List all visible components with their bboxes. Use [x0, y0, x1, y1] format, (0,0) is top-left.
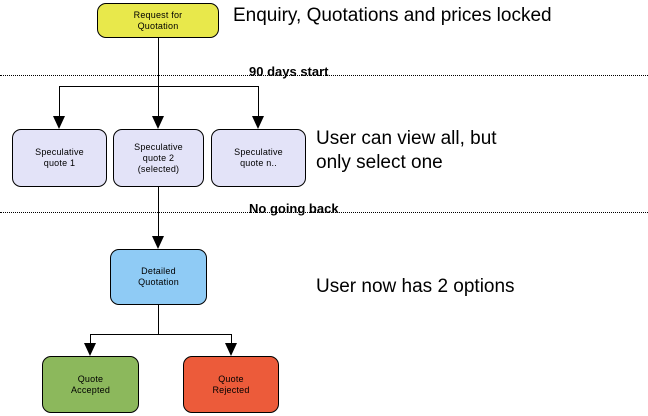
- connector-spec2-to-detailed: [158, 187, 159, 236]
- arrowhead-detailed: [152, 236, 164, 249]
- connector-drop-specn: [258, 86, 259, 116]
- phase-divider-line-2: [0, 212, 648, 213]
- node-quote-accepted[interactable]: Quote Accepted: [42, 356, 139, 413]
- annotation-enquiry-prices-locked: Enquiry, Quotations and prices locked: [233, 5, 552, 26]
- phase-divider-label-no-going-back: No going back: [249, 201, 339, 216]
- node-speculative-quote-n[interactable]: Speculative quote n..: [211, 129, 306, 187]
- node-detailed-quotation[interactable]: Detailed Quotation: [110, 249, 207, 305]
- connector-drop-accepted: [90, 334, 91, 343]
- connector-drop-rejected: [231, 334, 232, 343]
- arrowhead-accepted: [84, 343, 96, 356]
- node-quote-rejected[interactable]: Quote Rejected: [183, 356, 279, 413]
- connector-drop-spec2: [158, 86, 159, 116]
- node-request-for-quotation[interactable]: Request for Quotation: [97, 3, 219, 38]
- phase-divider-label-90-days-start: 90 days start: [249, 64, 329, 79]
- connector-detailed-stem: [158, 305, 159, 334]
- arrowhead-spec2: [152, 116, 164, 129]
- arrowhead-rejected: [225, 343, 237, 356]
- annotation-user-has-2-options: User now has 2 options: [316, 276, 515, 297]
- arrowhead-specn: [252, 116, 264, 129]
- connector-rfq-bar: [59, 86, 259, 87]
- node-speculative-quote-1[interactable]: Speculative quote 1: [12, 129, 107, 187]
- connector-drop-spec1: [59, 86, 60, 116]
- connector-detailed-bar: [90, 334, 231, 335]
- node-speculative-quote-2-selected[interactable]: Speculative quote 2 (selected): [113, 129, 204, 187]
- annotation-user-can-view-all: User can view all, but only select one: [316, 128, 497, 173]
- connector-rfq-stem: [158, 38, 159, 86]
- arrowhead-spec1: [53, 116, 65, 129]
- phase-divider-line-1: [0, 75, 648, 76]
